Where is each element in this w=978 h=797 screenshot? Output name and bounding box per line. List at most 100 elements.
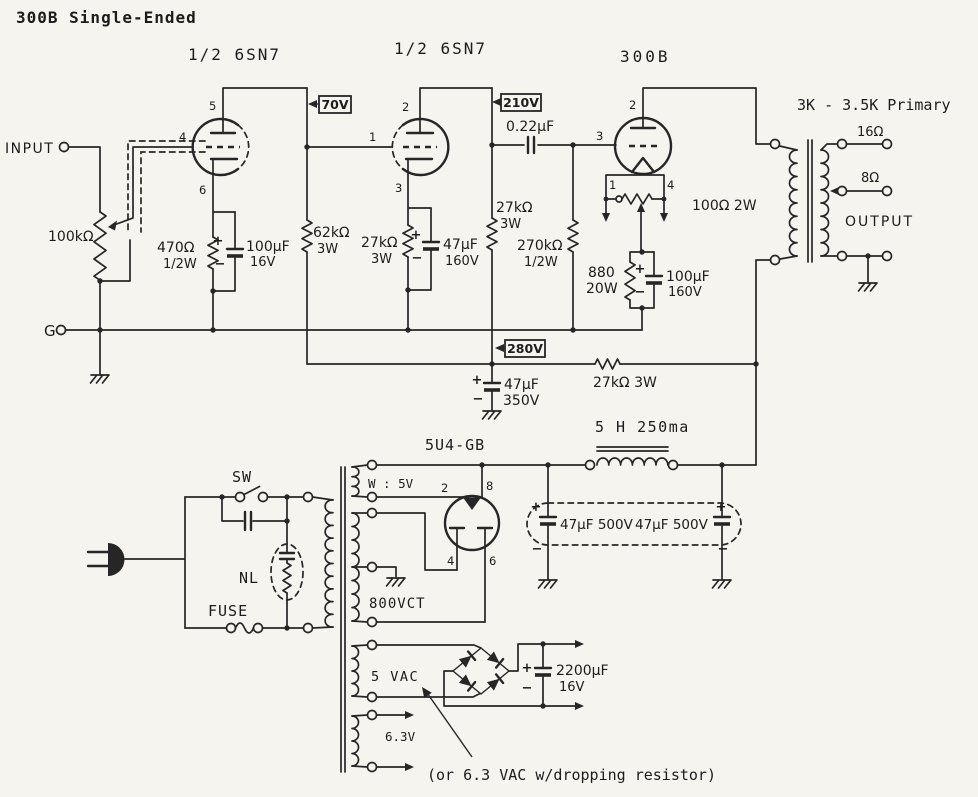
fuse-element	[234, 622, 255, 634]
tube1-pin-cathode: 6	[199, 183, 206, 197]
stage1-plate-r-value: 62kΩ	[313, 225, 350, 241]
annotation-pointer	[424, 689, 473, 758]
stage2-6sn7: 1/2 6SN7 2 1 3 27kΩ 3W + − 47µF 160V 27k…	[306, 39, 542, 365]
tube3-pin-fil-right: 4	[667, 178, 674, 192]
output-16ohm-jack	[881, 138, 893, 150]
hum-pot-terminal	[615, 195, 623, 203]
plug-body	[108, 543, 125, 576]
schematic-title: 300B Single-Ended	[16, 8, 197, 27]
coupling-cap	[526, 135, 536, 155]
stage1-cathode-resistor	[207, 236, 219, 270]
ground-bus: G	[44, 322, 643, 340]
ground-symbol	[857, 282, 878, 292]
opt-primary-top-terminal	[769, 138, 781, 150]
reservoir-minus: −	[473, 392, 484, 407]
filament-dc-supply: + − 2200µF 16V (or 6.3 VAC w/dropping re…	[375, 640, 716, 784]
rectifier-pin6: 6	[489, 554, 496, 568]
output-transformer: 3K - 3.5K Primary 16Ω 8Ω OUTPUT	[755, 96, 951, 466]
opt-core	[807, 139, 813, 263]
pt-5v-label: W : 5V	[368, 476, 414, 491]
tube1-envelope	[191, 117, 240, 177]
tube3-pin-plate: 2	[629, 98, 636, 112]
ground-symbol	[89, 374, 110, 384]
stage1-plate-r-watt: 3W	[317, 242, 338, 257]
hum-pot-resistor	[621, 193, 653, 205]
choke-winding	[596, 457, 669, 466]
pt-5vac-label: 5 VAC	[371, 669, 419, 685]
filter-c1-value: 47µF 500V	[560, 517, 634, 533]
filter-c2-plus: +	[716, 500, 727, 515]
tube1-pin-plate: 5	[209, 99, 216, 113]
opt-primary-winding	[788, 149, 798, 257]
fuse-label: FUSE	[208, 602, 248, 620]
filter-c2-minus: −	[718, 542, 729, 557]
rectifier-envelope	[443, 494, 501, 552]
volume-pot-resistor	[93, 211, 107, 282]
pot-wiper-arrow	[108, 220, 117, 231]
tube2-pin-plate: 2	[402, 100, 409, 114]
dc-cap-value: 2200µF	[556, 663, 609, 679]
hum-pot-value: 100Ω 2W	[692, 198, 757, 214]
tube3-pin-fil-left: 1	[609, 178, 616, 192]
volume-pot-value: 100kΩ	[48, 229, 94, 245]
stage2-plate-r-value: 27kΩ	[496, 200, 533, 216]
ground-symbol	[385, 577, 406, 587]
stage1-plate-resistor	[301, 219, 313, 253]
reservoir-c-volt: 350V	[503, 393, 540, 409]
footer-note: (or 6.3 VAC w/dropping resistor)	[427, 766, 716, 784]
pt-hv-label: 800VCT	[369, 596, 426, 612]
dc-cap-plus: +	[522, 661, 533, 676]
coupling-cap-value: 0.22µF	[506, 119, 554, 135]
stage2-cap-minus: −	[412, 251, 423, 266]
switch-terminal-left	[234, 491, 246, 503]
cathode-cap-minus: −	[635, 285, 646, 300]
grid-leak-resistor	[567, 219, 579, 253]
g-terminal-label: G	[44, 322, 56, 340]
dropping-r-value: 27kΩ 3W	[593, 375, 657, 391]
voltage-280v: 280V	[507, 341, 543, 356]
voltage-210v: 210V	[503, 95, 539, 110]
stage1-cathode-r-value: 470Ω	[157, 240, 195, 256]
b-plus-filter: 5 H 250ma + − + − 47µF 500V 47µF 500V	[375, 418, 757, 589]
stage1-cap-minus: −	[215, 257, 226, 272]
neon-label: NL	[239, 569, 259, 587]
shield-dashed-inner	[140, 151, 206, 233]
cathode-880-resistor	[624, 261, 636, 301]
power-transformer: W : 5V 800VCT 5 VAC 6.3V	[302, 459, 426, 773]
bridge-rectifier	[451, 647, 511, 695]
stage2-cathode-r-watt: 3W	[371, 252, 392, 267]
tube3-pin-grid: 3	[596, 129, 603, 143]
stage2-cathode-resistor	[402, 224, 414, 258]
b-plus-network: 27kΩ 3W + − 47µF 350V 280V	[306, 339, 759, 420]
rectifier-pin2: 2	[441, 481, 448, 495]
stage1-cathode-c-value: 100µF	[246, 239, 290, 255]
pt-63v-winding	[351, 715, 360, 767]
tube3-label: 300B	[620, 47, 671, 66]
stage1-cathode-r-watt: 1/2W	[163, 257, 197, 272]
ground-symbol	[481, 410, 502, 420]
neon-lamp-outline	[270, 543, 304, 601]
choke-label: 5 H 250ma	[595, 418, 690, 436]
mains-input: SW NL FUSE	[86, 468, 305, 634]
stage2-cathode-c-value: 47µF	[443, 237, 478, 253]
plug-prongs	[86, 550, 110, 568]
stage1-6sn7: 1/2 6SN7 5 4 6 470Ω 1/2W + − 100µF 16V 6…	[157, 45, 352, 365]
filter-caps-outline	[526, 502, 742, 546]
pt-core	[340, 466, 346, 773]
stage2-cap-plus: +	[411, 228, 422, 243]
rectifier-label: 5U4-GB	[425, 436, 485, 454]
cathode-880-value: 880	[588, 265, 615, 281]
input-section: INPUT 100kΩ	[5, 140, 206, 384]
ground-symbol	[537, 579, 558, 589]
grid-leak-value: 270kΩ	[517, 238, 563, 254]
rectifier-pin8: 8	[486, 479, 493, 493]
tube2-pin-cathode: 3	[395, 181, 402, 195]
opt-primary-bottom-terminal	[769, 254, 781, 266]
output-label: OUTPUT	[845, 214, 914, 230]
opt-secondary-winding	[820, 149, 830, 257]
power-stage-300b: 300B 2 3 1 4 100Ω 2W 880 20W + − 100µF 1…	[586, 47, 772, 331]
tube2-label: 1/2 6SN7	[394, 39, 487, 58]
b-plus-dropping-resistor	[594, 358, 621, 370]
fuse-terminal-left	[225, 622, 237, 634]
